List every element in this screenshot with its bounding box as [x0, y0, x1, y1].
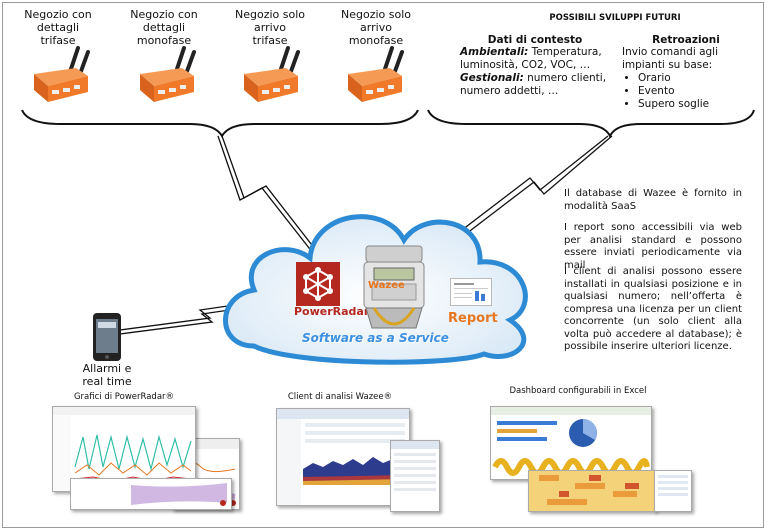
saas-label: Software as a Service: [302, 331, 449, 345]
feedback-block: Retroazioni Invio comandi agli impianti …: [618, 34, 754, 111]
powerradar-screenshot-bottom: [70, 478, 232, 510]
meter-device-icon: [244, 46, 300, 102]
feedback-intro: Invio comandi agli impianti su base:: [622, 46, 719, 71]
feedback-item: Supero soglie: [638, 98, 754, 111]
caption-wazee-client: Client di analisi Wazee®: [287, 392, 393, 402]
powerradar-network-icon: [303, 267, 333, 301]
info-clients: I client di analisi possono essere insta…: [564, 266, 742, 352]
future-group-brace: [427, 109, 755, 139]
excel-dashboard-screenshot: [490, 406, 652, 480]
wazee-label: Wazee: [368, 280, 405, 291]
wazee-client-table: [390, 440, 440, 512]
powerradar-logo: [296, 262, 340, 306]
context-env: Ambientali: Temperatura, luminosità, CO2…: [460, 46, 602, 71]
smartphone-icon: [93, 313, 121, 361]
caption-powerradar: Grafici di PowerRadar®: [73, 392, 175, 402]
caption-excel-dashboard: Dashboard configurabili in Excel: [509, 386, 647, 396]
context-mgmt: Gestionali: numero clienti, numero addet…: [460, 72, 607, 97]
meter-device-icon: [34, 46, 90, 102]
powerradar-screenshot-front: [52, 406, 196, 492]
report-label: Report: [448, 311, 498, 326]
feedback-title: Retroazioni: [652, 34, 720, 46]
device-group-brace: [21, 109, 419, 138]
powerradar-label: PowerRadar: [294, 305, 370, 318]
report-thumbnail: [450, 278, 492, 306]
excel-dashboard-heatmap: [528, 470, 656, 512]
feedback-item: Evento: [638, 85, 754, 98]
context-data-block: Dati di contesto Ambientali: Temperatura…: [460, 34, 610, 98]
wazee-client-screenshot: [276, 408, 410, 506]
excel-dashboard-legend: [654, 470, 692, 512]
feedback-list: Orario Evento Supero soglie: [618, 72, 754, 111]
meter-device-icon: [348, 46, 404, 102]
meter-device-icon: [140, 46, 196, 102]
future-title: POSSIBILI SVILUPPI FUTURI: [549, 13, 681, 23]
info-reports: I report sono accessibili via web per an…: [564, 222, 742, 271]
info-database: Il database di Wazee è fornito in modali…: [564, 188, 742, 212]
wazee-meter-icon: [363, 245, 425, 329]
context-title: Dati di contesto: [487, 34, 583, 46]
feedback-item: Orario: [638, 72, 754, 85]
